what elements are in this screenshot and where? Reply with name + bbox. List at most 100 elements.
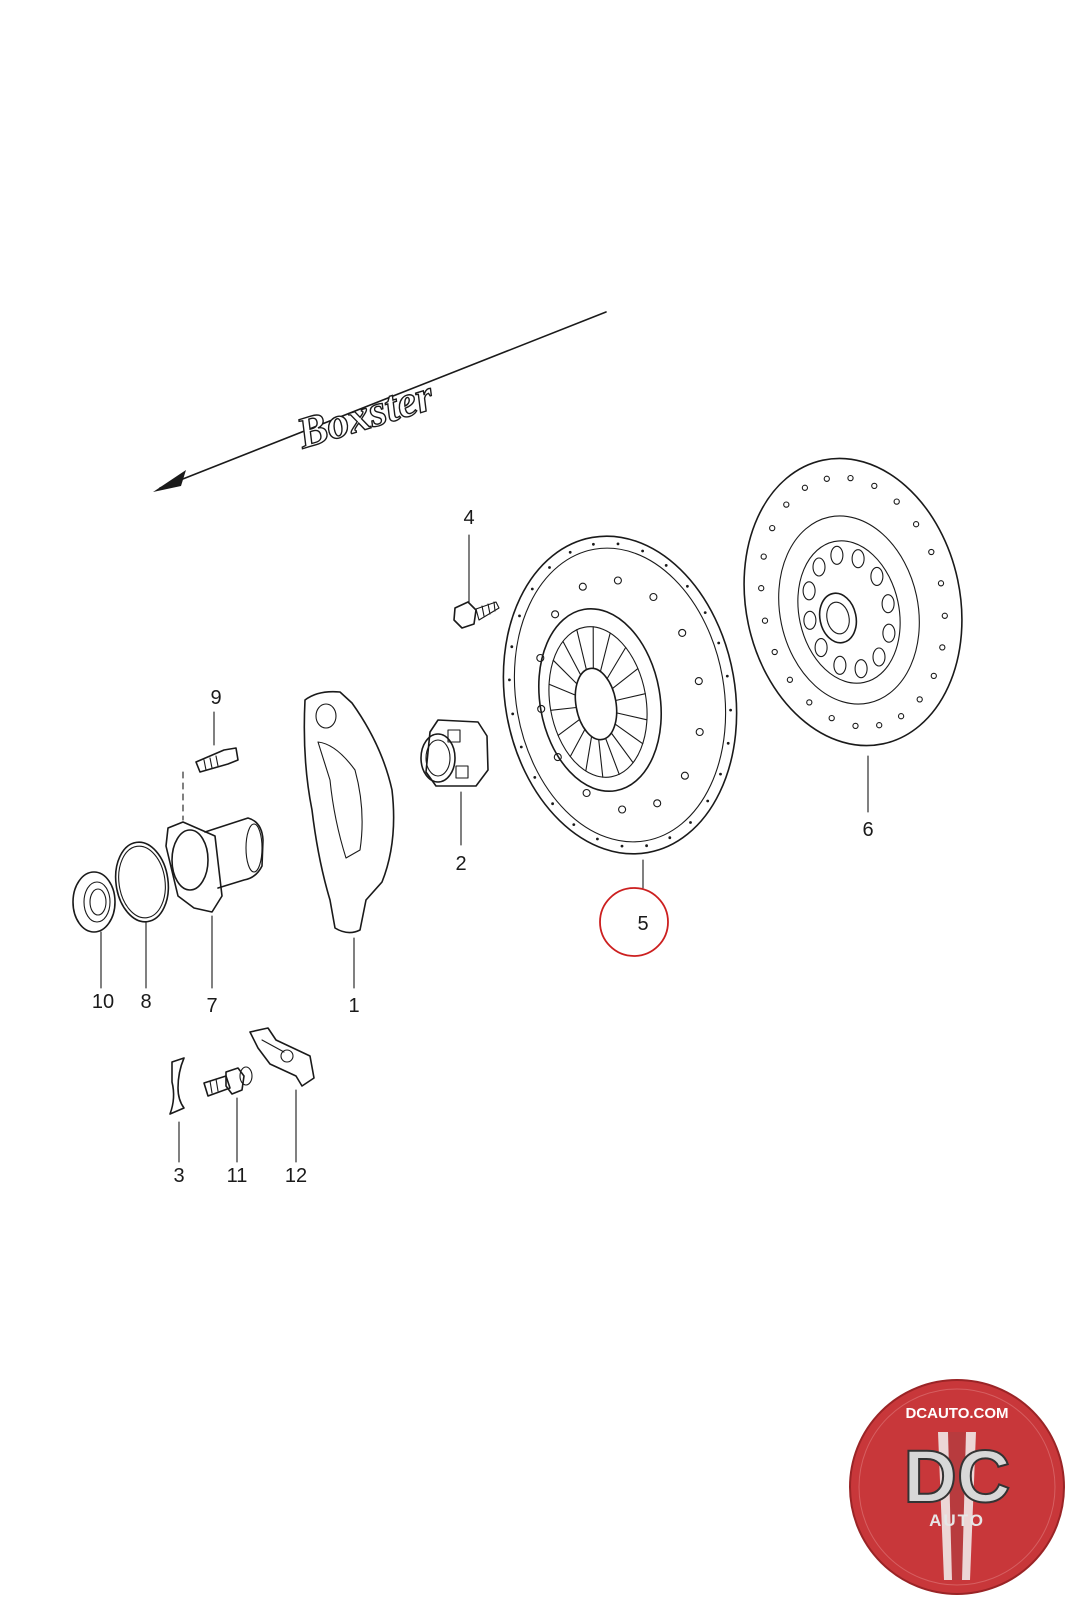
plate-rim-dot: [592, 542, 595, 546]
disc-hole: [930, 672, 937, 680]
disc-hole: [783, 501, 790, 508]
highlight-circle: [599, 887, 669, 957]
spring-finger: [552, 659, 578, 685]
disc-rivet: [812, 557, 826, 577]
plate-rim-dot: [725, 674, 729, 678]
label-part-9: 9: [210, 687, 221, 709]
plate-bolt-hole: [537, 704, 546, 713]
direction-arrow: [153, 311, 607, 492]
spring-finger: [550, 706, 577, 711]
plate-rim-dot: [511, 712, 515, 716]
disc-hole: [897, 713, 905, 720]
logo-initials: DC: [904, 1435, 1011, 1518]
plate-rim-dot: [641, 549, 644, 553]
plate-rim-dot: [717, 641, 721, 645]
spring-finger: [605, 737, 620, 775]
bracket-part-12: [249, 1027, 315, 1163]
plate-bolt-hole: [649, 592, 658, 602]
plate-bolt-hole: [536, 653, 545, 663]
plate-rim-dot: [596, 837, 599, 841]
plate-rim-dot: [616, 542, 620, 546]
label-part-7: 7: [206, 995, 217, 1017]
spring-finger: [610, 732, 634, 764]
o-ring-part-8: [114, 841, 170, 989]
spring-finger: [611, 668, 639, 690]
disc-hole: [760, 553, 767, 560]
disc-hole: [758, 585, 765, 592]
screw-part-9: [182, 711, 239, 821]
spring-finger: [616, 712, 648, 721]
release-lever-part-1: [303, 690, 395, 989]
plate-bolt-hole: [551, 610, 560, 619]
plate-rim-dot: [706, 799, 710, 803]
clutch-disc-part-6: [743, 457, 963, 813]
ball-stud-part-11: [203, 1066, 253, 1163]
pressure-plate-part-5: [502, 535, 738, 889]
dcauto-logo: DCAUTO.COM DC AUTO: [849, 1379, 1065, 1595]
plate-rim-dot: [703, 611, 707, 614]
logo-site-text: DCAUTO.COM: [905, 1405, 1008, 1422]
label-part-2: 2: [455, 853, 466, 875]
disc-rivet: [814, 638, 828, 658]
label-part-5: 5: [637, 913, 648, 935]
disc-rivet: [802, 581, 816, 601]
disc-hole: [761, 617, 769, 624]
label-part-8: 8: [140, 991, 151, 1013]
disc-rivet: [851, 549, 865, 569]
spring-finger: [562, 640, 582, 676]
label-part-12: 12: [285, 1165, 307, 1187]
label-part-6: 6: [862, 819, 873, 841]
label-part-11: 11: [227, 1165, 248, 1187]
disc-hole: [937, 580, 945, 587]
disc-hole: [769, 524, 776, 532]
plate-rim-dot: [568, 550, 572, 554]
plate-rim-dot: [645, 844, 648, 848]
disc-rivet: [854, 659, 868, 679]
spring-finger: [569, 728, 586, 758]
label-part-3: 3: [173, 1165, 184, 1187]
disc-hole: [828, 714, 835, 722]
spring-finger: [615, 693, 646, 702]
disc-hole: [893, 498, 900, 505]
disc-hole: [801, 484, 809, 491]
part-labels: 1 2 3 4 5 6 7 8 9 10 11 12: [92, 507, 874, 1187]
plate-rim-dot: [548, 566, 551, 569]
plate-rim-dot: [530, 587, 534, 591]
disc-rivet: [872, 647, 886, 667]
plate-bolt-hole: [653, 799, 662, 808]
plate-rim-dot: [572, 823, 576, 826]
retaining-spring-part-3: [169, 1057, 185, 1163]
model-script-logo: Boxster: [291, 370, 440, 458]
bolt-part-4: [453, 534, 500, 629]
disc-rivet: [830, 545, 844, 565]
disc-hole: [823, 475, 830, 482]
plate-rim-dot: [719, 772, 722, 776]
plate-bolt-hole: [582, 788, 591, 798]
plate-bolt-hole: [695, 727, 704, 737]
shaft-seal-part-10: [72, 871, 116, 989]
disc-hole: [939, 644, 946, 651]
plate-bolt-hole: [694, 677, 703, 686]
disc-hole: [852, 722, 859, 730]
plate-rim-dot: [620, 844, 624, 848]
plate-rim-dot: [519, 745, 523, 749]
logo-word: AUTO: [929, 1511, 985, 1530]
plate-rim-dot: [518, 614, 521, 618]
plate-rim-dot: [508, 678, 511, 682]
label-part-1: 1: [348, 995, 359, 1017]
spring-finger: [548, 683, 576, 696]
disc-hole: [786, 676, 794, 683]
spring-finger: [557, 718, 581, 736]
plate-rim-dot: [686, 584, 689, 588]
disc-hole: [806, 699, 813, 706]
plate-bolt-hole: [578, 582, 587, 591]
spring-finger: [598, 738, 604, 778]
spring-finger: [614, 723, 644, 745]
plate-rim-dot: [533, 776, 537, 779]
spring-finger: [576, 629, 587, 671]
plate-rim-dot: [664, 564, 668, 567]
label-part-4: 4: [463, 507, 474, 529]
plate-rim-dot: [551, 802, 554, 806]
